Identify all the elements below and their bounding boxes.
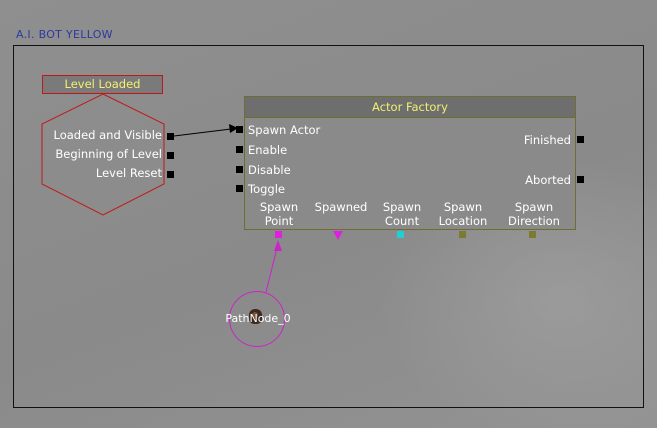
output-port-beginning-of-level[interactable] xyxy=(167,152,174,159)
var-link-arrowhead xyxy=(274,240,282,251)
var-link-pathnode-to-spawn-point xyxy=(265,247,278,293)
link-loaded-to-spawn-actor xyxy=(173,128,232,137)
var-label-spawn-direction: Spawn Direction xyxy=(508,200,560,228)
input-label-disable: Disable xyxy=(248,163,291,177)
sequence-title: A.I. BOT YELLOW xyxy=(16,28,113,41)
input-port-disable[interactable] xyxy=(236,166,243,173)
pathnode-label: PathNode_0 xyxy=(225,312,291,325)
event-title-level-loaded[interactable]: Level Loaded xyxy=(42,75,163,94)
event-hexagon xyxy=(41,93,165,216)
sequence-frame xyxy=(13,45,644,408)
var-port-spawned[interactable] xyxy=(333,231,343,240)
var-port-spawn-location[interactable] xyxy=(459,231,466,238)
link-arrowhead xyxy=(229,124,238,133)
event-output-label: Beginning of Level xyxy=(55,147,162,161)
pathnode-variable[interactable] xyxy=(229,291,285,347)
output-port-loaded-and-visible[interactable] xyxy=(167,133,174,140)
var-port-spawn-direction[interactable] xyxy=(529,231,536,238)
event-output-list: Loaded and Visible Beginning of Level Le… xyxy=(42,128,162,188)
var-label-spawned: Spawned xyxy=(314,200,368,214)
var-port-spawn-point[interactable] xyxy=(275,231,282,238)
input-port-enable[interactable] xyxy=(236,146,243,153)
input-label-toggle: Toggle xyxy=(248,182,285,196)
event-output-label: Loaded and Visible xyxy=(53,128,162,142)
output-label-finished: Finished xyxy=(523,133,571,147)
var-label-spawn-point: Spawn Point xyxy=(259,200,299,228)
var-label-spawn-location: Spawn Location xyxy=(438,200,488,228)
pathnode-icon xyxy=(249,309,262,324)
action-title[interactable]: Actor Factory xyxy=(245,97,575,118)
event-output-label: Level Reset xyxy=(95,166,162,180)
var-port-spawn-count[interactable] xyxy=(397,231,404,238)
actor-factory-node[interactable]: Actor Factory Spawn Actor Enable Disable… xyxy=(244,96,576,230)
input-label-enable: Enable xyxy=(248,143,288,157)
output-port-aborted[interactable] xyxy=(577,176,584,183)
input-label-spawn-actor: Spawn Actor xyxy=(248,123,321,137)
input-port-spawn-actor[interactable] xyxy=(236,126,243,133)
var-label-spawn-count: Spawn Count xyxy=(382,200,422,228)
output-port-level-reset[interactable] xyxy=(167,171,174,178)
input-port-toggle[interactable] xyxy=(236,185,243,192)
output-port-finished[interactable] xyxy=(577,136,584,143)
output-label-aborted: Aborted xyxy=(525,173,571,187)
